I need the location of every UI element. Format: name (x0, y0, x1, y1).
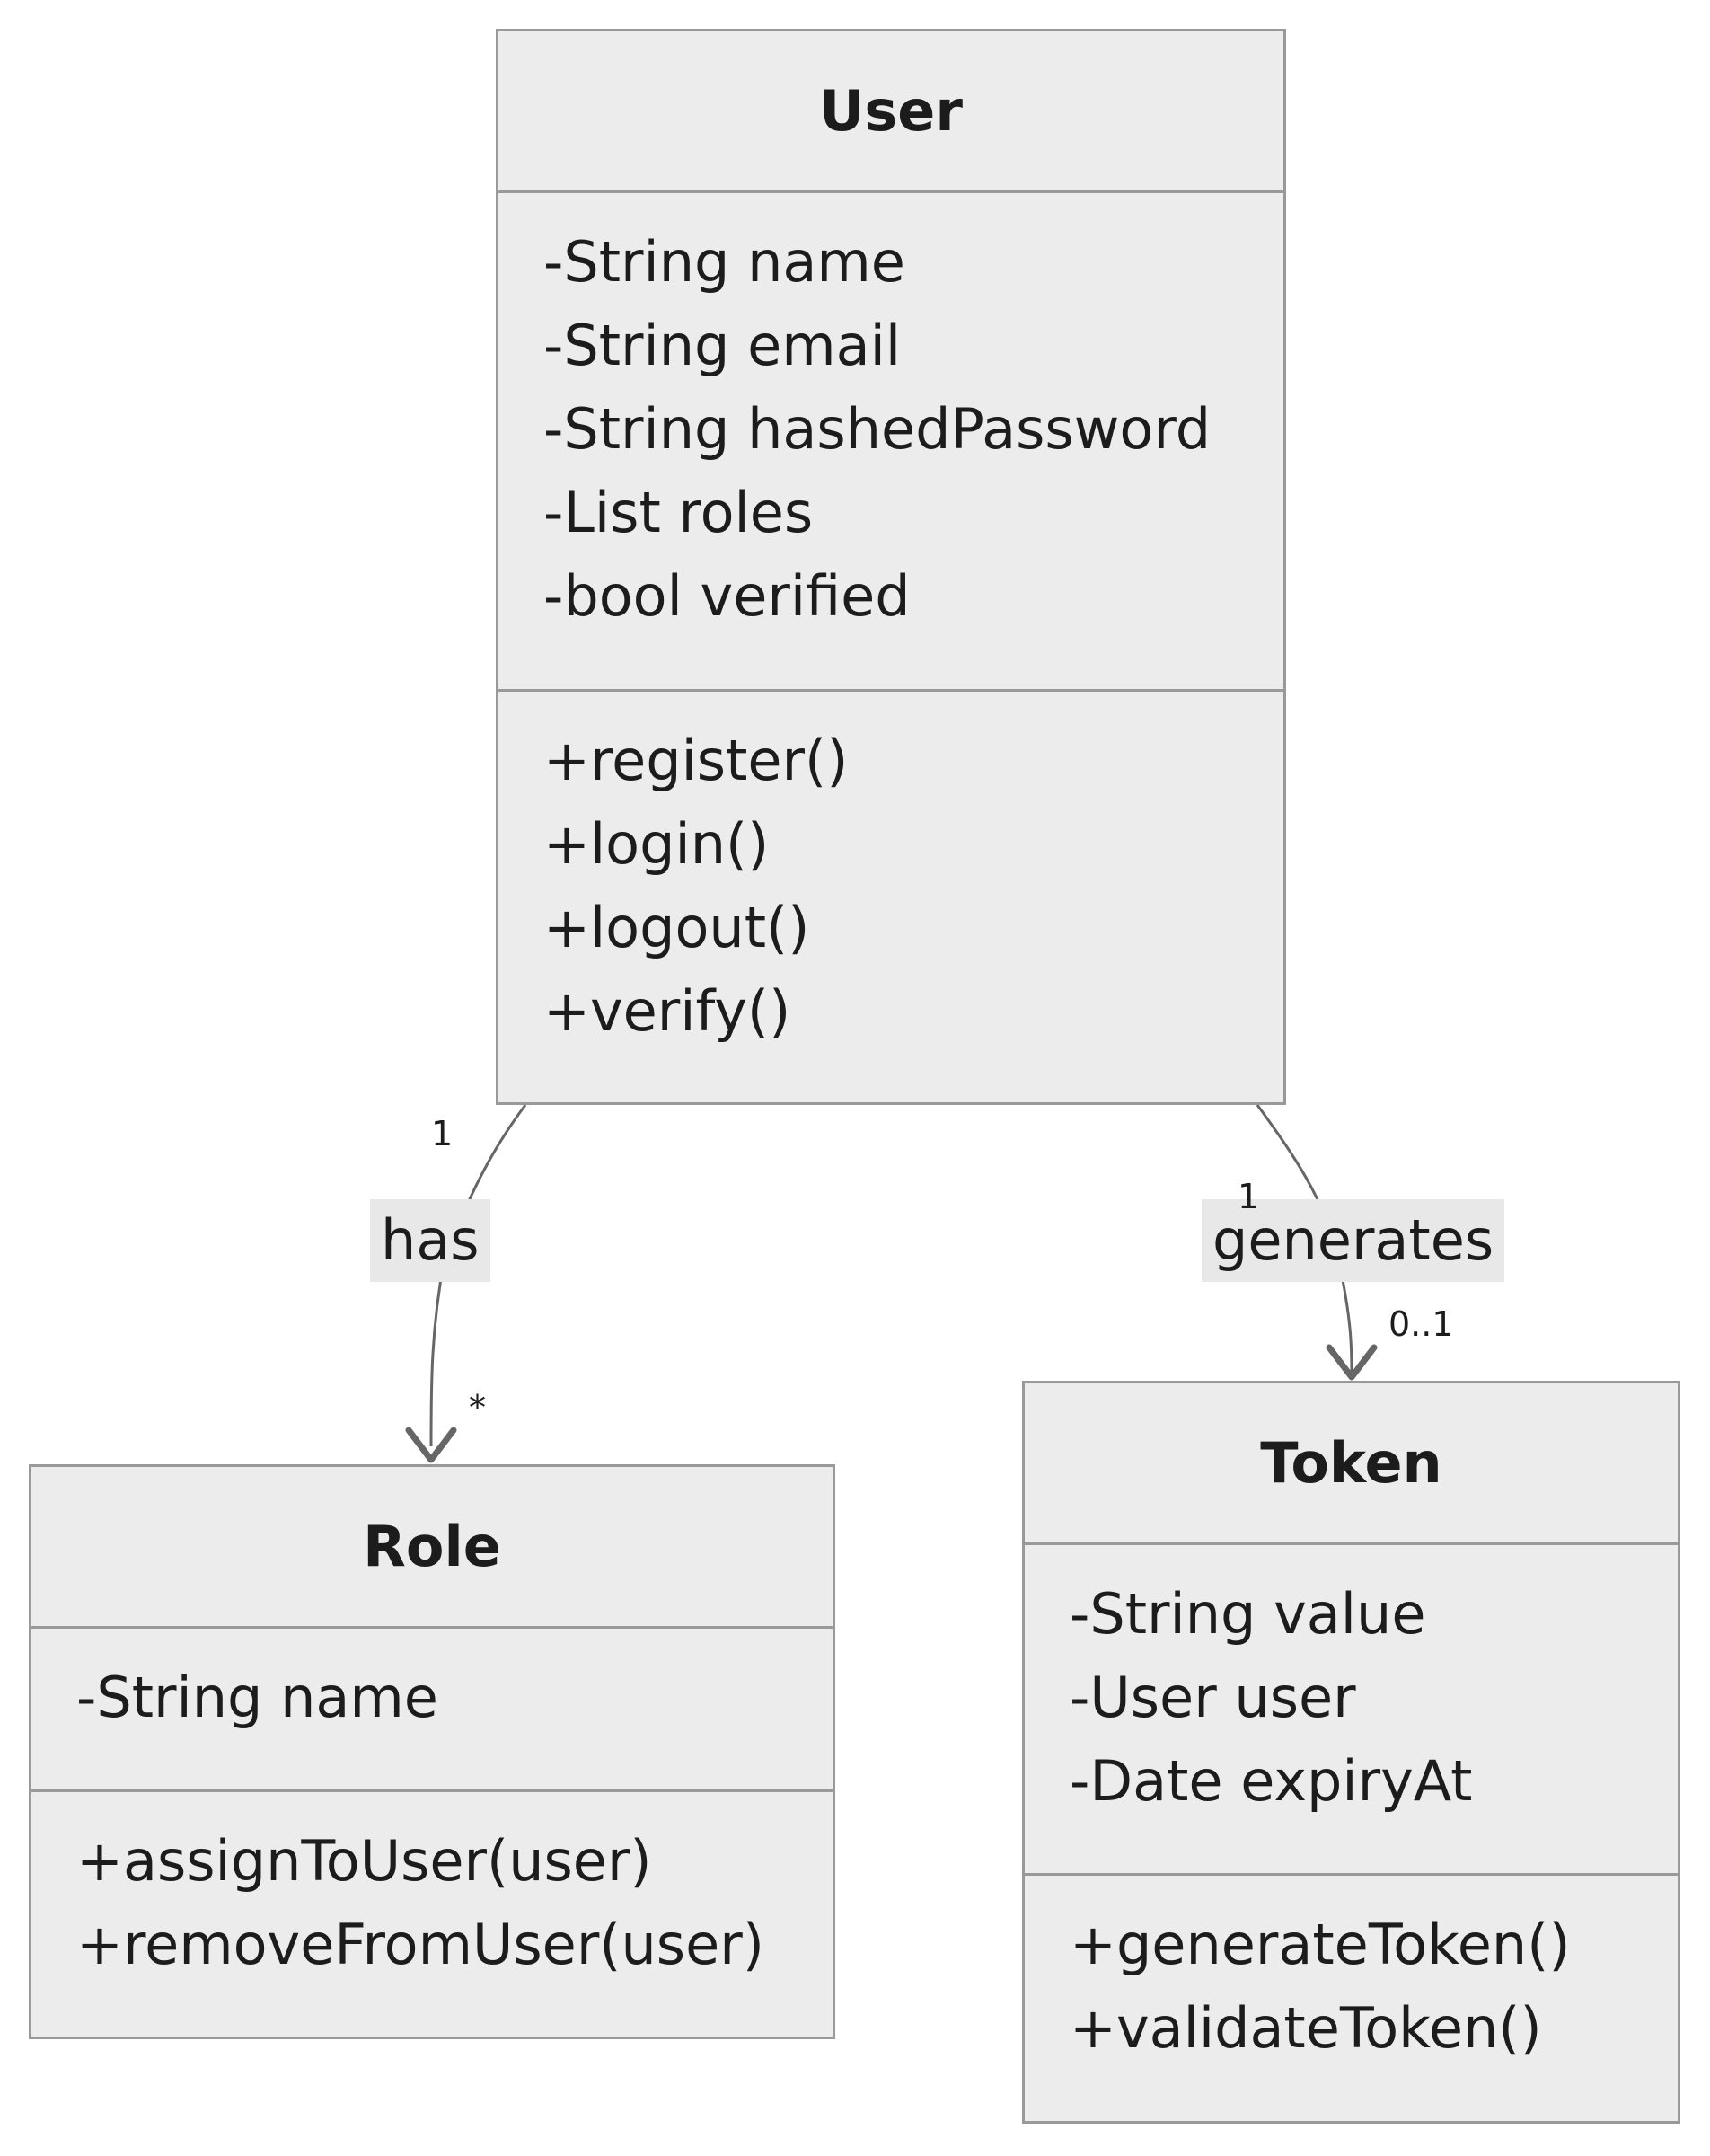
method: +logout() (543, 895, 810, 960)
class-user[interactable]: User -String name -String email -String … (496, 29, 1286, 1105)
relation-label-generates: generates (1202, 1199, 1505, 1282)
relation-label-has: has (370, 1199, 490, 1282)
method: +assignToUser(user) (76, 1828, 652, 1894)
attribute: -String name (76, 1665, 438, 1730)
class-user-title: User (498, 31, 1283, 193)
attribute: -String name (543, 229, 905, 295)
arrowhead-token (1326, 1344, 1378, 1381)
multiplicity-user-token-source: 1 (1238, 1177, 1260, 1216)
attribute: -String hashedPassword (543, 396, 1212, 462)
attribute: -String email (543, 313, 902, 378)
method: +login() (543, 811, 770, 877)
method: +verify() (543, 978, 791, 1044)
class-role-attributes: -String name (31, 1629, 833, 1792)
class-user-methods: +register() +login() +logout() +verify() (498, 692, 1283, 1053)
method: +validateToken() (1070, 1995, 1542, 2061)
attribute: -List roles (543, 480, 814, 545)
attribute: -bool verified (543, 563, 911, 629)
class-token[interactable]: Token -String value -User user -Date exp… (1022, 1381, 1680, 2124)
class-role[interactable]: Role -String name +assignToUser(user) +r… (29, 1464, 835, 2039)
multiplicity-user-token-target: 0..1 (1388, 1304, 1454, 1344)
class-user-attributes: -String name -String email -String hashe… (498, 193, 1283, 692)
method: +removeFromUser(user) (76, 1912, 764, 1977)
class-token-title: Token (1025, 1383, 1678, 1545)
class-role-title: Role (31, 1467, 833, 1629)
class-role-methods: +assignToUser(user) +removeFromUser(user… (31, 1792, 833, 1986)
class-token-methods: +generateToken() +validateToken() (1025, 1876, 1678, 2070)
attribute: -String value (1070, 1581, 1426, 1647)
method: +register() (543, 728, 849, 793)
multiplicity-user-role-target: * (469, 1388, 486, 1427)
arrowhead-role (405, 1427, 457, 1463)
multiplicity-user-role-source: 1 (431, 1114, 454, 1153)
attribute: -User user (1070, 1665, 1356, 1730)
attribute: -Date expiryAt (1070, 1748, 1473, 1814)
class-token-attributes: -String value -User user -Date expiryAt (1025, 1545, 1678, 1876)
method: +generateToken() (1070, 1912, 1571, 1977)
